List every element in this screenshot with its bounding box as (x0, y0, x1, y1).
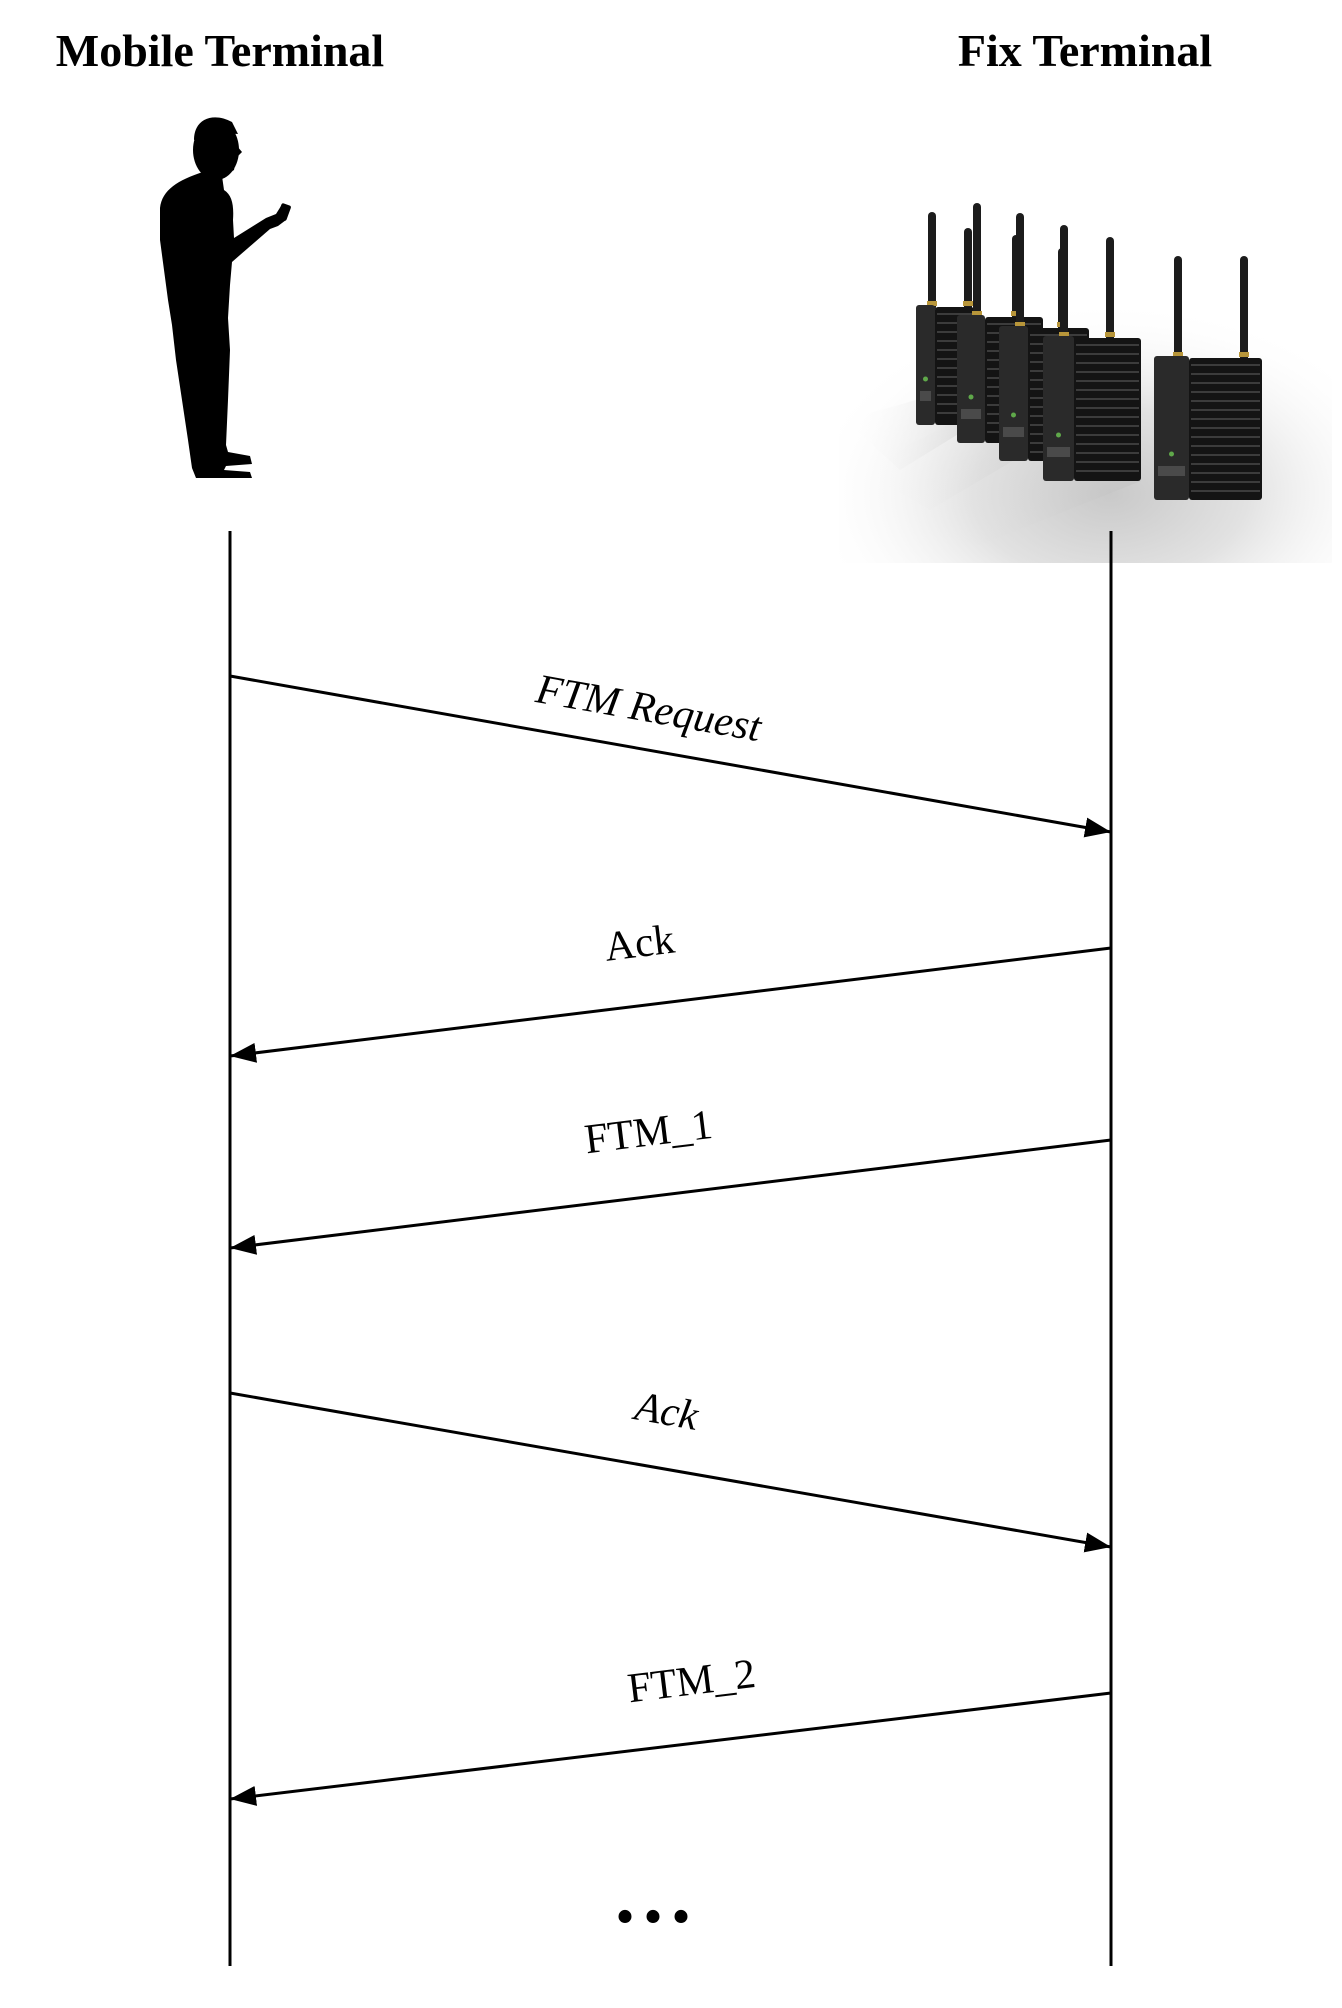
router-side-panel (1043, 336, 1074, 481)
router-unit (1043, 225, 1141, 481)
router-antenna-base (1059, 332, 1069, 337)
router-antenna-base (1173, 352, 1183, 357)
router-antenna (964, 228, 972, 311)
router-port (1047, 447, 1070, 457)
router-antenna (1106, 237, 1114, 342)
router-side-panel (916, 305, 935, 425)
message: FTM Request (229, 666, 1112, 838)
message: FTM_2 (229, 1651, 1112, 1806)
message-arrow (229, 946, 1112, 1063)
message: Ack (229, 1383, 1112, 1553)
continuation-ellipsis: ... (615, 1852, 699, 1940)
router-antenna (1016, 213, 1024, 332)
router-led (968, 394, 974, 400)
router-antenna (1174, 256, 1182, 362)
person-face (224, 140, 242, 176)
message-label: FTM_2 (625, 1651, 758, 1712)
router-side-panel (957, 315, 985, 443)
router-antenna-base (963, 301, 973, 306)
participant-title-mobile: Mobile Terminal (56, 25, 384, 76)
router-antenna-base (1239, 352, 1249, 357)
router-antenna-base (1105, 332, 1115, 337)
wireless-router-icon (839, 203, 1332, 563)
message-label: Ack (602, 917, 677, 971)
message-label: FTM_1 (582, 1102, 715, 1163)
router-antenna-base (972, 311, 982, 316)
router-led (923, 376, 928, 382)
router-side-panel (999, 326, 1028, 461)
router-antenna-base (927, 301, 937, 306)
message-arrow (229, 674, 1112, 838)
person-silhouette-icon (160, 117, 291, 478)
router-front-panel (1074, 338, 1141, 481)
message: FTM_1 (229, 1102, 1112, 1255)
message-arrow (229, 1138, 1112, 1255)
message-arrow (229, 1391, 1112, 1553)
message-arrow (229, 1691, 1112, 1806)
router-antenna (1060, 225, 1068, 342)
router-led (1169, 451, 1174, 457)
router-antenna-base (1015, 322, 1025, 327)
router-port (1158, 466, 1185, 476)
router-led (1011, 412, 1016, 418)
message-label: Ack (629, 1383, 703, 1440)
router-port (1003, 427, 1024, 437)
message-label: FTM Request (532, 666, 766, 751)
router-led (1056, 432, 1061, 438)
participant-title-fix: Fix Terminal (958, 25, 1212, 76)
router-antenna (1240, 256, 1248, 362)
router-unit (1154, 256, 1262, 500)
message: Ack (229, 917, 1112, 1063)
router-antenna (973, 203, 981, 321)
router-port (920, 391, 931, 401)
router-side-panel (1154, 356, 1189, 500)
router-port (961, 409, 981, 419)
person-body (160, 172, 290, 478)
router-antenna (928, 212, 936, 311)
phone-icon (277, 203, 291, 221)
person-hair (194, 117, 238, 140)
